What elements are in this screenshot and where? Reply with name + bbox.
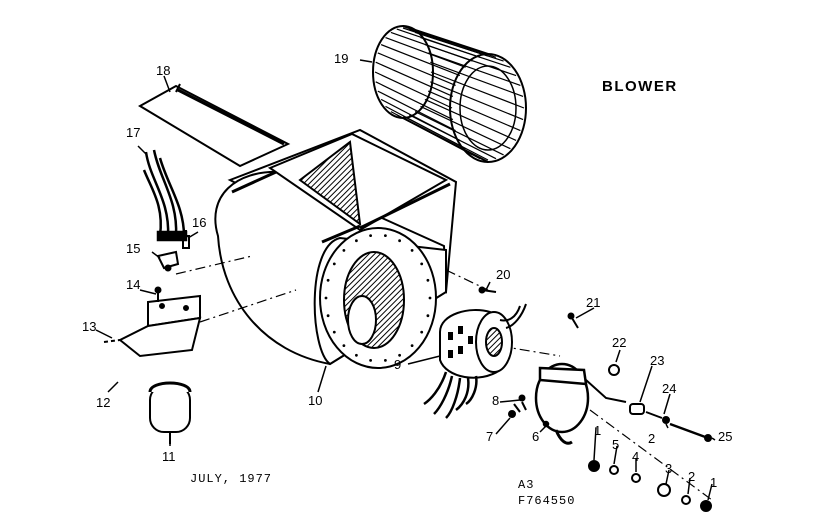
wheel-blade: [375, 81, 454, 121]
wiring-harness: [142, 149, 188, 242]
wheel-blade: [385, 37, 466, 68]
part-label-5: 5: [612, 437, 620, 452]
wheel-blade: [390, 111, 473, 156]
wheel-blade: [374, 71, 453, 109]
part-label-8: 8: [492, 393, 500, 408]
housing-rivet: [426, 314, 430, 318]
diagram-title: BLOWER: [602, 78, 678, 95]
part-label-20: 20: [496, 267, 511, 282]
housing-rivet: [332, 330, 336, 334]
part-label-12: 12: [96, 395, 111, 410]
leader-lines: [95, 59, 716, 501]
housing-rivet: [410, 249, 414, 252]
screw: [478, 286, 497, 294]
wheel-blade: [375, 61, 454, 97]
wheel-blade: [424, 44, 517, 77]
housing-rivet: [355, 353, 358, 357]
cover-plate: [138, 83, 291, 168]
terminal-block: [156, 250, 180, 272]
part-label-1-upper: 1: [594, 423, 602, 438]
mounting-bracket: [103, 286, 202, 358]
wheel-blade: [414, 31, 504, 62]
wheel-blade: [420, 37, 511, 68]
part-label-21: 21: [586, 295, 601, 310]
housing-rivet: [420, 262, 424, 266]
wheel-blade: [424, 98, 517, 141]
part-label-24: 24: [662, 381, 677, 396]
wheel-blade: [428, 52, 521, 86]
part-label-11: 11: [162, 449, 176, 464]
motor-mount: [534, 362, 627, 445]
housing-rivet: [355, 239, 358, 243]
part-label-17: 17: [126, 125, 141, 140]
housing-rivet: [410, 344, 414, 347]
part-label-23: 23: [650, 353, 665, 368]
wheel-blade: [414, 111, 504, 156]
part-label-15: 15: [126, 241, 141, 256]
part-label-1-lower: 1: [710, 475, 718, 490]
wheel-blade: [430, 71, 525, 109]
drawing-date: JULY, 1977: [190, 472, 273, 486]
motor: [423, 303, 527, 419]
housing-rivet: [369, 359, 372, 362]
part-label-3: 3: [665, 461, 673, 476]
part-label-2-upper: 2: [648, 431, 656, 446]
wheel-blade: [377, 90, 456, 132]
washers-and-nuts: [588, 460, 712, 512]
housing-rivet: [428, 296, 432, 300]
part-label-25: 25: [718, 429, 733, 444]
part-label-2-lower: 2: [688, 469, 696, 484]
part-label-6: 6: [532, 429, 540, 444]
blower-housing: [214, 128, 458, 369]
part-label-7: 7: [486, 429, 494, 444]
stud-hardware: [629, 403, 712, 442]
housing-rivet: [420, 330, 424, 334]
wheel-blade: [380, 98, 461, 141]
housing-rivet: [369, 234, 372, 238]
part-label-9: 9: [394, 357, 402, 372]
housing-rivet: [324, 296, 328, 300]
wheel-blade: [430, 81, 524, 121]
wheel-blade: [385, 105, 466, 150]
housing-rivet: [332, 262, 336, 266]
housing-rivet: [342, 249, 346, 252]
part-label-14: 14: [126, 277, 141, 292]
housing-rivet: [342, 344, 346, 347]
housing-rivet: [398, 353, 401, 357]
screw: [567, 312, 579, 329]
drawing-code: A3: [518, 478, 535, 492]
housing-rivet: [384, 234, 387, 238]
housing-rivet: [398, 239, 401, 243]
part-label-16: 16: [192, 215, 207, 230]
housing-rivet: [326, 314, 330, 318]
wheel-blade: [427, 90, 521, 132]
part-label-4: 4: [632, 449, 640, 464]
nut: [608, 364, 620, 376]
wheel-blade: [420, 105, 511, 150]
wheel-blade: [409, 28, 497, 58]
housing-rivet: [326, 278, 330, 282]
part-label-19: 19: [334, 51, 349, 66]
wheel-blade: [430, 61, 524, 97]
part-label-13: 13: [82, 319, 97, 334]
part-label-22: 22: [612, 335, 627, 350]
housing-rivet: [384, 359, 387, 362]
housing-rivet: [426, 278, 430, 282]
screws: [508, 394, 527, 418]
assembly-lines: [175, 255, 713, 501]
clip: [182, 230, 190, 249]
part-label-10: 10: [308, 393, 323, 408]
wheel-blade: [377, 52, 456, 86]
wheel-blade: [380, 44, 461, 77]
blower-wheel: [372, 25, 527, 163]
drawing-number: F764550: [518, 494, 576, 508]
capacitor: [148, 381, 192, 444]
part-label-18: 18: [156, 63, 171, 78]
